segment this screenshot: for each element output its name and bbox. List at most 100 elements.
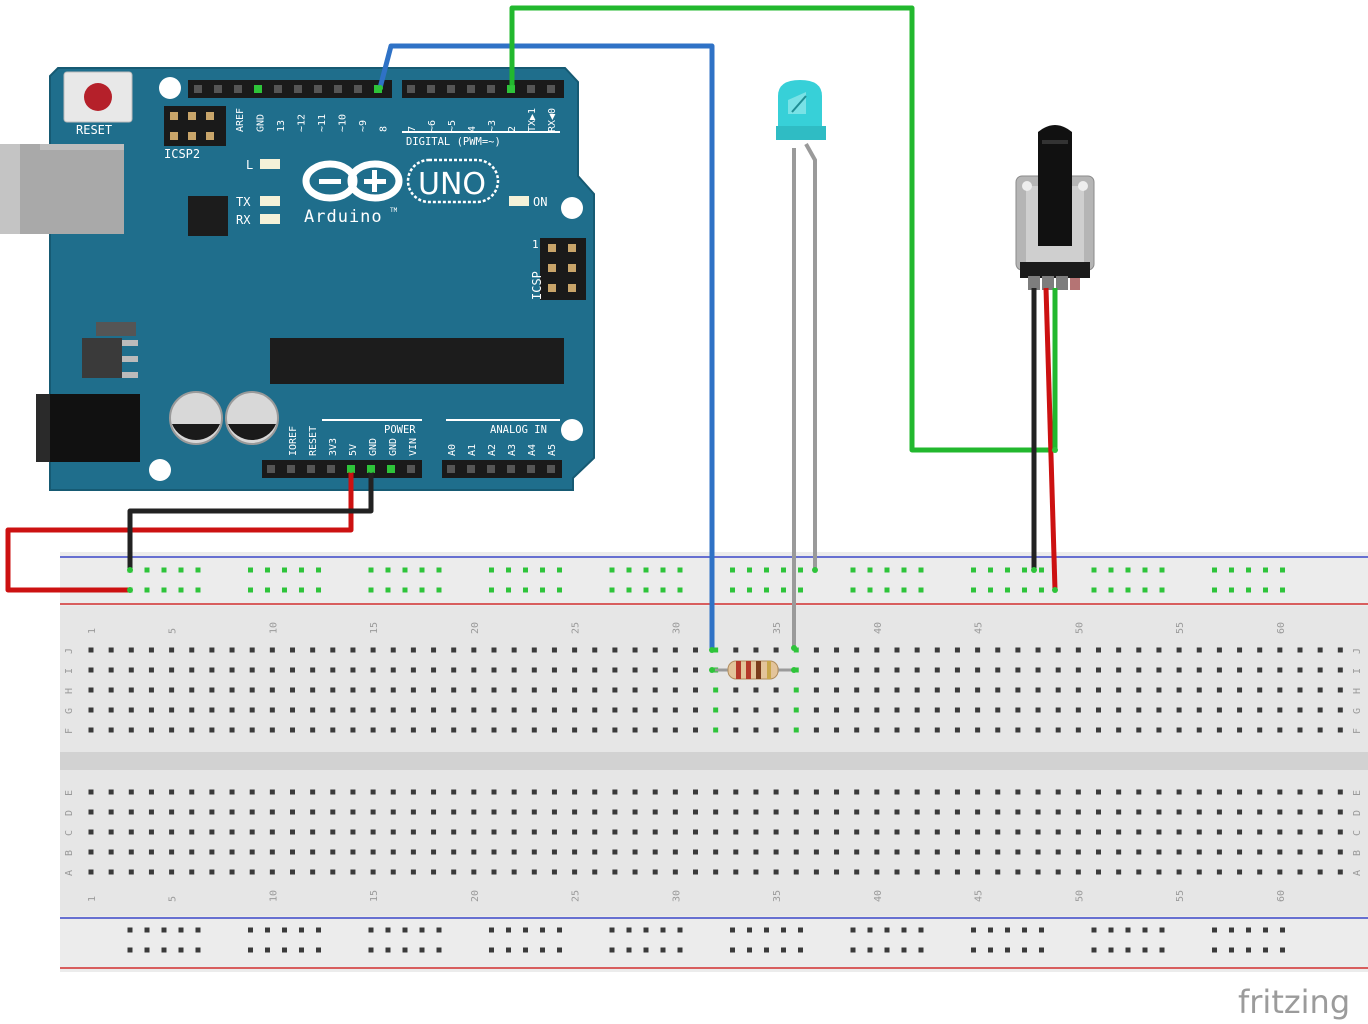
breadboard-hole[interactable] (330, 849, 336, 855)
breadboard-hole[interactable] (995, 809, 1001, 815)
breadboard-hole[interactable] (652, 809, 658, 815)
rail-hole[interactable] (1108, 567, 1114, 573)
breadboard-hole[interactable] (451, 869, 457, 875)
rail-hole[interactable] (1005, 587, 1010, 593)
wire-endpoint[interactable] (709, 667, 715, 673)
breadboard-hole[interactable] (390, 829, 396, 835)
breadboard-hole[interactable] (975, 667, 981, 673)
breadboard-hole[interactable] (370, 687, 376, 693)
breadboard-hole[interactable] (148, 687, 154, 693)
breadboard-hole[interactable] (531, 789, 537, 795)
rail-hole[interactable] (798, 927, 803, 933)
breadboard-hole[interactable] (753, 789, 759, 795)
breadboard-hole[interactable] (713, 829, 719, 835)
breadboard-hole[interactable] (793, 849, 799, 855)
breadboard-hole[interactable] (249, 789, 255, 795)
breadboard-hole[interactable] (88, 707, 94, 713)
breadboard-hole[interactable] (290, 869, 295, 875)
breadboard-hole[interactable] (592, 707, 598, 713)
wire-endpoint[interactable] (791, 645, 797, 651)
rail-hole[interactable] (1125, 927, 1131, 933)
breadboard-hole[interactable] (874, 667, 880, 673)
breadboard-hole[interactable] (632, 647, 638, 653)
rail-hole[interactable] (1212, 947, 1217, 953)
rail-hole[interactable] (1108, 947, 1114, 953)
breadboard-hole[interactable] (672, 647, 678, 653)
breadboard-hole[interactable] (290, 829, 295, 835)
breadboard-hole[interactable] (592, 687, 598, 693)
breadboard-hole[interactable] (733, 687, 739, 693)
breadboard-hole[interactable] (874, 727, 880, 733)
breadboard-hole[interactable] (874, 869, 880, 875)
rail-hole[interactable] (368, 947, 374, 953)
breadboard-hole[interactable] (652, 647, 658, 653)
breadboard-hole[interactable] (612, 809, 618, 815)
breadboard-hole[interactable] (290, 789, 295, 795)
rail-hole[interactable] (144, 947, 150, 953)
rail-hole[interactable] (282, 587, 287, 593)
breadboard-hole[interactable] (1196, 869, 1202, 875)
breadboard-hole[interactable] (572, 687, 578, 693)
rail-hole[interactable] (248, 927, 253, 933)
breadboard-hole[interactable] (1337, 789, 1343, 795)
rail-hole[interactable] (764, 927, 769, 933)
breadboard-hole[interactable] (1257, 869, 1263, 875)
breadboard-hole[interactable] (592, 647, 598, 653)
breadboard-hole[interactable] (269, 727, 275, 733)
breadboard-hole[interactable] (1116, 809, 1122, 815)
breadboard-hole[interactable] (330, 829, 336, 835)
breadboard-hole[interactable] (1317, 667, 1323, 673)
breadboard-hole[interactable] (894, 829, 900, 835)
header-pin[interactable] (194, 85, 202, 93)
breadboard-hole[interactable] (672, 667, 678, 673)
breadboard-hole[interactable] (1075, 647, 1081, 653)
rail-hole[interactable] (918, 567, 924, 573)
rail-hole[interactable] (195, 587, 201, 593)
breadboard-hole[interactable] (652, 687, 658, 693)
breadboard-hole[interactable] (128, 647, 134, 653)
rail-hole[interactable] (161, 947, 167, 953)
breadboard-hole[interactable] (914, 727, 920, 733)
rail-hole[interactable] (798, 947, 803, 953)
breadboard-hole[interactable] (652, 849, 658, 855)
breadboard-hole[interactable] (1156, 727, 1162, 733)
breadboard-hole[interactable] (995, 647, 1001, 653)
wire-endpoint[interactable] (812, 567, 818, 573)
breadboard-hole[interactable] (1297, 789, 1303, 795)
breadboard-hole[interactable] (793, 809, 799, 815)
rail-hole[interactable] (660, 567, 666, 573)
rail-hole[interactable] (1039, 927, 1044, 933)
rail-hole[interactable] (884, 927, 890, 933)
rail-hole[interactable] (764, 587, 769, 593)
breadboard-hole[interactable] (693, 707, 698, 713)
header-pin[interactable] (314, 85, 322, 93)
breadboard-hole[interactable] (874, 829, 880, 835)
breadboard-hole[interactable] (1277, 667, 1283, 673)
breadboard-hole[interactable] (310, 707, 316, 713)
breadboard-hole[interactable] (511, 789, 517, 795)
rail-hole[interactable] (781, 587, 786, 593)
breadboard-hole[interactable] (632, 789, 638, 795)
breadboard-hole[interactable] (995, 707, 1001, 713)
rail-hole[interactable] (918, 927, 924, 933)
breadboard-hole[interactable] (169, 869, 175, 875)
breadboard-hole[interactable] (1015, 707, 1021, 713)
breadboard-hole[interactable] (572, 647, 578, 653)
breadboard-hole[interactable] (350, 869, 356, 875)
breadboard-hole[interactable] (1297, 869, 1303, 875)
rail-hole[interactable] (1091, 587, 1097, 593)
breadboard-hole[interactable] (592, 849, 598, 855)
breadboard-hole[interactable] (995, 687, 1001, 693)
breadboard-hole[interactable] (1055, 707, 1061, 713)
rail-hole[interactable] (385, 567, 391, 573)
breadboard-hole[interactable] (1055, 789, 1061, 795)
rail-hole[interactable] (867, 927, 873, 933)
breadboard-hole[interactable] (1015, 809, 1021, 815)
breadboard-hole[interactable] (894, 789, 900, 795)
breadboard-hole[interactable] (813, 829, 819, 835)
rail-hole[interactable] (1125, 587, 1131, 593)
breadboard-hole[interactable] (753, 829, 759, 835)
breadboard-hole[interactable] (471, 809, 477, 815)
breadboard-hole[interactable] (189, 789, 195, 795)
breadboard-hole[interactable] (88, 647, 94, 653)
